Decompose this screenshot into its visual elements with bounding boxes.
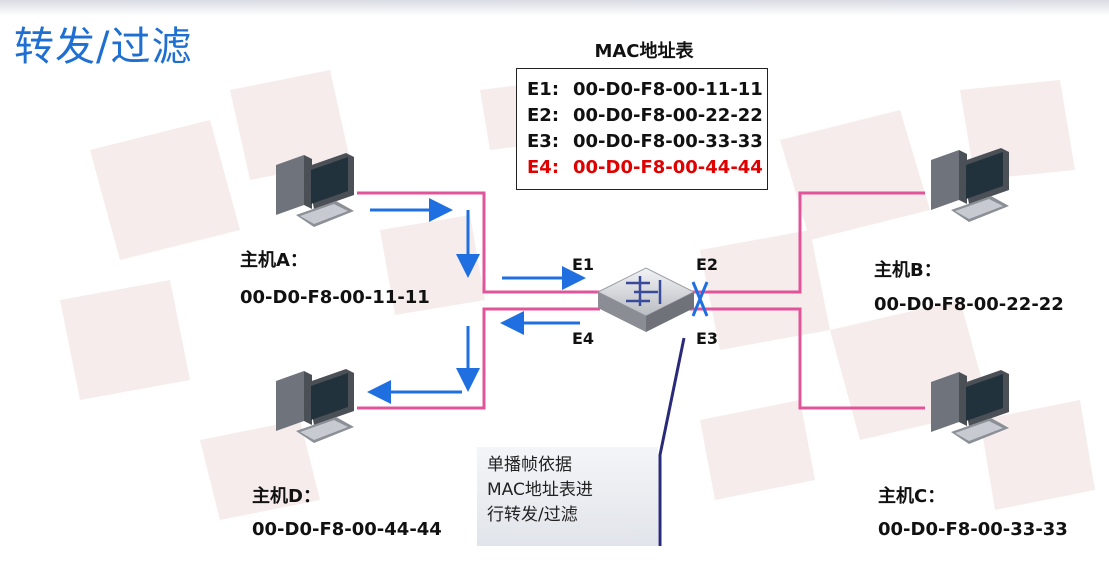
host-b-computer-icon (931, 148, 1009, 222)
port-label-e3: E3 (696, 329, 719, 348)
link-host-c (688, 307, 925, 410)
mac-table-address: 00-D0-F8-00-44-44 (573, 157, 763, 178)
host-b-name: 主机B： (874, 260, 942, 281)
note-line: MAC地址表进 (487, 480, 593, 500)
mac-table-address: 00-D0-F8-00-22-22 (573, 105, 763, 126)
link-host-b (688, 191, 925, 294)
mac-table-address: 00-D0-F8-00-11-11 (573, 79, 763, 100)
port-label-e4: E4 (572, 329, 595, 348)
top-bar (0, 0, 1109, 16)
mac-table-row: E3: 00-D0-F8-00-33-33 (527, 129, 767, 155)
host-c-name: 主机C： (878, 486, 946, 507)
mac-table: E1: 00-D0-F8-00-11-11 E2: 00-D0-F8-00-22-2… (516, 68, 768, 190)
mac-table-row-highlighted: E4: 00-D0-F8-00-44-44 (527, 155, 767, 181)
port-label-e1: E1 (572, 255, 595, 274)
host-a-name: 主机A： (240, 250, 308, 271)
host-c-computer-icon (931, 370, 1009, 444)
mac-table-port: E1: (527, 79, 560, 100)
host-b-mac: 00-D0-F8-00-22-22 (874, 294, 1064, 315)
blocked-x-icon (691, 281, 709, 317)
note-line: 单播帧依据 (487, 455, 572, 475)
switch-icon (596, 267, 696, 332)
host-a-computer-icon (276, 153, 354, 227)
port-label-e2: E2 (696, 255, 719, 274)
host-d-mac: 00-D0-F8-00-44-44 (252, 519, 442, 540)
mac-table-row: E1: 00-D0-F8-00-11-11 (527, 77, 767, 103)
link-host-d (357, 307, 600, 410)
note-box: 单播帧依据 MAC地址表进 行转发/过滤 (477, 447, 658, 546)
mac-table-port: E4: (527, 157, 560, 178)
page-title: 转发/过滤 (14, 24, 193, 70)
mac-table-address: 00-D0-F8-00-33-33 (573, 131, 763, 152)
host-c-mac: 00-D0-F8-00-33-33 (878, 519, 1068, 540)
mac-table-title: MAC地址表 (594, 41, 694, 62)
mac-table-port: E3: (527, 131, 560, 152)
host-d-name: 主机D： (252, 486, 321, 507)
mac-table-port: E2: (527, 105, 560, 126)
callout-line (658, 337, 686, 546)
mac-table-row: E2: 00-D0-F8-00-22-22 (527, 103, 767, 129)
host-a-mac: 00-D0-F8-00-11-11 (240, 287, 430, 308)
note-line: 行转发/过滤 (487, 505, 578, 525)
link-host-a (357, 191, 600, 294)
host-d-computer-icon (276, 369, 354, 443)
